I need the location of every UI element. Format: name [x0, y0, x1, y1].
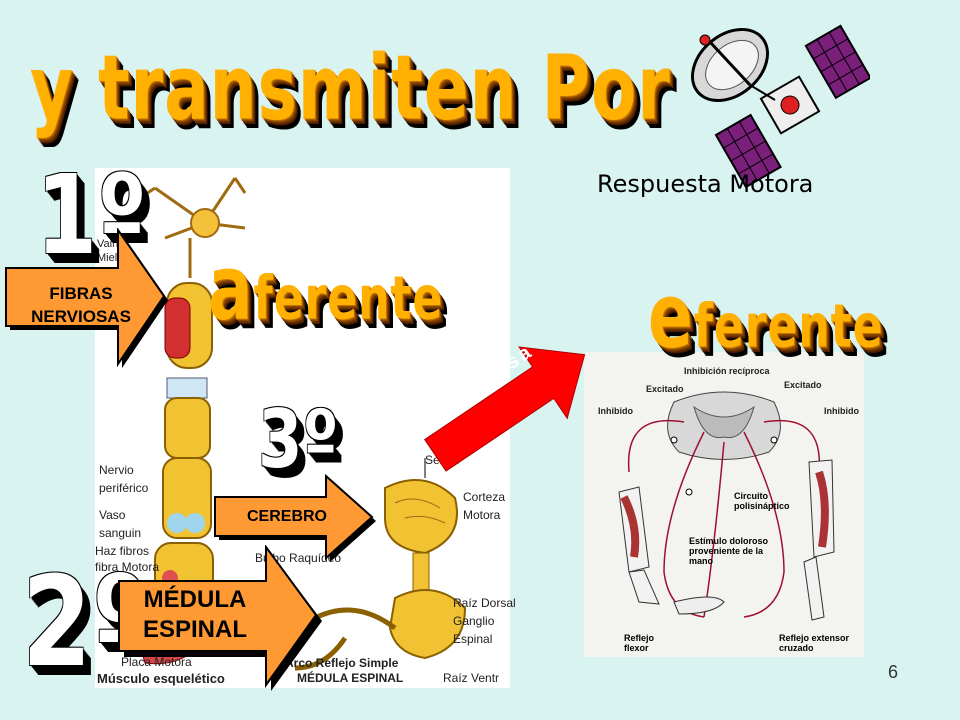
label-placa: Placa Motora — [121, 655, 192, 669]
label-corteza: Corteza — [463, 490, 506, 504]
slide-title: y transmiten Por — [30, 36, 671, 140]
label-inhibido-right: Inhibido — [824, 406, 859, 416]
fibras-line-1: FIBRAS — [49, 284, 113, 303]
cerebro-arrow-label: CEREBRO — [246, 508, 327, 525]
label-excitado-right: Excitado — [784, 380, 822, 390]
label-medula-espinal: MÉDULA ESPINAL — [297, 671, 404, 685]
aferente-word: aferente — [208, 236, 443, 340]
fibras-arrow-label: FIBRAS NERVIOSAS — [6, 282, 156, 328]
aferente-initial: a — [208, 236, 254, 340]
label-motora: Motora — [463, 508, 501, 522]
fibras-line-2: NERVIOSAS — [31, 307, 131, 326]
medula-line-1: MÉDULA — [143, 586, 247, 613]
medula-line-2: ESPINAL — [142, 616, 247, 643]
label-inhibicion: Inhibición recíproca — [684, 366, 770, 376]
regresa-arrow-shape — [424, 346, 586, 472]
label-periferico: periférico — [99, 481, 149, 495]
eferente-rest: ferente — [693, 292, 884, 362]
cerebro-arrow-shape — [214, 474, 376, 562]
eferente-word: eferente — [648, 264, 884, 368]
medula-arrow-label: MÉDULA ESPINAL — [120, 585, 270, 645]
aferente-rest: ferente — [253, 264, 444, 334]
label-raiz-dorsal: Raíz Dorsal — [453, 596, 516, 610]
medula-arrow-shape — [118, 545, 322, 691]
satellite-icon — [690, 24, 870, 189]
label-musculo: Músculo esquelético — [97, 671, 225, 686]
satellite-caption: Respuesta Motora — [597, 170, 814, 198]
reflex-diagram: Inhibición recíproca Excitado Excitado I… — [584, 352, 864, 657]
label-fibra-motora: fibra Motora — [95, 560, 160, 574]
label-nervio: Nervio — [99, 463, 134, 477]
label-vaso: Vaso — [99, 508, 126, 522]
label-inhibido-left: Inhibido — [598, 406, 633, 416]
label-ganglio: Ganglio — [453, 614, 495, 628]
label-reflejo-flexor: Reflejo flexor — [624, 633, 655, 653]
step-3-number: 3º — [258, 393, 339, 486]
label-raiz-ventr: Raíz Ventr — [443, 671, 500, 685]
label-reflejo-extensor: Reflejo extensor cruzado — [779, 633, 850, 653]
eferente-initial: e — [648, 264, 694, 368]
label-estimulo: Estímulo doloroso proveniente de la mano — [689, 536, 769, 566]
label-haz: Haz fibros — [95, 544, 150, 558]
fibras-arrow-shape — [5, 228, 168, 368]
page-number: 6 — [888, 662, 899, 682]
label-circuito: Circuito polisináptico — [734, 491, 790, 511]
label-espinal: Espinal — [453, 632, 493, 646]
label-excitado-left: Excitado — [646, 384, 684, 394]
label-sanguin: sanguin — [99, 526, 142, 540]
label-arco: Arco Reflejo Simple — [285, 656, 399, 670]
